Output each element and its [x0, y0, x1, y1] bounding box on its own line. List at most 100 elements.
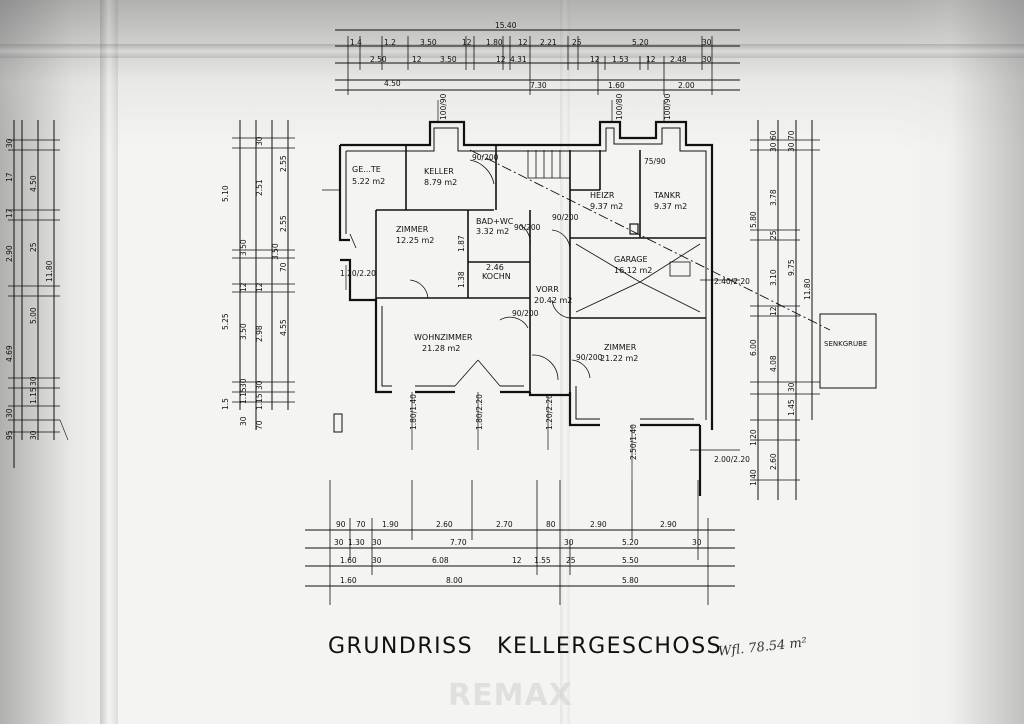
dim-text: 2.48	[670, 55, 687, 64]
dim-text: 30	[702, 38, 712, 47]
dim-text: 2.60	[436, 520, 453, 529]
dim-text: 30	[29, 430, 38, 440]
room-kochn-name: KOCHN	[482, 272, 511, 281]
opening-label: 100/90	[439, 93, 448, 120]
garage-hatch	[575, 243, 701, 313]
dim-text: 1.45	[787, 399, 796, 416]
dim-bottom-row4: 1.60 8.00 5.80	[340, 576, 639, 585]
dim-text: 95	[5, 430, 14, 440]
room-vorr-name: VORR	[536, 285, 559, 294]
room-heizr-name: HEIZR	[590, 191, 615, 200]
dim-top-row2: 2.50 12 3.50 12 4.31 12 1.53 12 2.48 30	[370, 55, 712, 64]
dim-text: 7.70	[450, 538, 467, 547]
dim-text: 2.00	[678, 81, 695, 90]
dim-text: 1.15	[255, 393, 264, 410]
opening-label: 100/80	[615, 93, 624, 120]
opening-label: 90/200	[472, 153, 499, 162]
dim-text: 80	[546, 520, 556, 529]
dim-text: 1.30	[348, 538, 365, 547]
dim-text: 30	[334, 538, 344, 547]
dim-text: 2.55	[279, 215, 288, 232]
dim-text: 30	[564, 538, 574, 547]
plan-title-word2: KELLERGESCHOSS	[497, 634, 723, 659]
dim-text: 5.80	[622, 576, 639, 585]
dim-text: 70	[279, 262, 288, 272]
dim-text: 11.80	[45, 260, 54, 282]
dim-text: 12	[462, 38, 472, 47]
room-zimmer1-name: ZIMMER	[396, 225, 429, 234]
dim-text: 30	[29, 376, 38, 386]
dim-text: 2.70	[496, 520, 513, 529]
dim-text: 1.4	[350, 38, 362, 47]
opening-label: 90/200	[576, 353, 603, 362]
dim-text: 30	[702, 55, 712, 64]
dim-text: 8.00	[446, 576, 463, 585]
dim-text: 5.20	[632, 38, 649, 47]
sewer-line	[469, 149, 831, 331]
room-gerate-area: 5.22 m2	[352, 177, 385, 186]
dim-text: 30	[787, 382, 796, 392]
dim-text: 1.2	[384, 38, 396, 47]
dim-text: 4.31	[510, 55, 527, 64]
left-dimension-lines	[8, 120, 295, 468]
dim-text: 3.50	[271, 243, 280, 260]
plan-title-word1: GRUNDRISS	[328, 634, 474, 659]
dim-text: 70	[787, 130, 796, 140]
room-labels: GE...TE 5.22 m2 KELLER 8.79 m2 HEIZR 9.3…	[352, 165, 867, 363]
dim-text: 60	[769, 130, 778, 140]
dim-text: 9.75	[787, 259, 796, 276]
room-garage-name: GARAGE	[614, 255, 648, 264]
dim-text: 6.08	[432, 556, 449, 565]
dim-text: 11.80	[803, 278, 812, 300]
dim-text: 2.55	[279, 155, 288, 172]
dim-text: 30	[239, 416, 248, 426]
dim-text: 4.50	[29, 175, 38, 192]
top-dimension-lines	[335, 29, 740, 95]
dim-text: 3.78	[769, 189, 778, 206]
room-wohnzimmer-name: WOHNZIMMER	[414, 333, 473, 342]
room-bad-name: BAD+WC	[476, 217, 514, 226]
opening-label: 1.80/1.40	[409, 394, 418, 430]
outer-walls-inner	[345, 127, 707, 420]
dim-text: 5.10	[221, 185, 230, 202]
room-keller-area: 8.79 m2	[424, 178, 457, 187]
dim-left-a: 30 17 4.50 17 2.90 25 5.00 4.69 30 1.15 …	[5, 138, 38, 440]
room-senkgrube-name: SENKGRUBE	[824, 340, 867, 348]
dim-text: 12	[255, 282, 264, 292]
dim-text: 2.98	[255, 325, 264, 342]
room-gerate-name: GE...TE	[352, 165, 381, 174]
dim-text: 1.60	[340, 556, 357, 565]
dim-text: 2.51	[255, 179, 264, 196]
dim-text: 3.50	[239, 239, 248, 256]
dim-text: 3.10	[769, 269, 778, 286]
dim-text: 12	[239, 282, 248, 292]
dim-text: 2.21	[540, 38, 557, 47]
dim-text: 4.08	[769, 355, 778, 372]
dim-right-c: 30 30 9.75 11.80	[769, 142, 812, 300]
dim-text: 5.20	[622, 538, 639, 547]
dim-text: 30	[255, 136, 264, 146]
dim-left-inner: 2.55 2.55 70 4.55	[279, 155, 288, 336]
dim-text: 25	[572, 38, 582, 47]
dim-text: 2.90	[590, 520, 607, 529]
dim-text: 30	[787, 142, 796, 152]
plan-title: GRUNDRISS KELLERGESCHOSS	[328, 634, 722, 659]
pencil-mark	[59, 419, 69, 441]
dim-bottom-row3: 1.60 30 6.08 12 1.55 25 5.50	[340, 556, 639, 565]
opening-label: 2.00/2.20	[714, 455, 750, 464]
opening-label: 90/200	[514, 223, 541, 232]
opening-labels: 100/90 100/80 100/90 90/200 75/90 90/200…	[340, 93, 750, 464]
dim-text: 70	[356, 520, 366, 529]
room-tankr-name: TANKR	[653, 191, 681, 200]
dim-text: 1.40	[749, 469, 758, 486]
room-tankr-area: 9.37 m2	[654, 202, 687, 211]
dim-text: 3.50	[420, 38, 437, 47]
opening-label: 2.50/1.40	[629, 424, 638, 460]
dim-text: 30	[239, 378, 248, 388]
dim-text: 30	[769, 142, 778, 152]
opening-markers	[322, 100, 740, 480]
dim-left-b: 11.80	[45, 260, 54, 282]
opening-label: 1.20/2.20	[340, 269, 376, 278]
opening-label: 90/200	[512, 309, 539, 318]
